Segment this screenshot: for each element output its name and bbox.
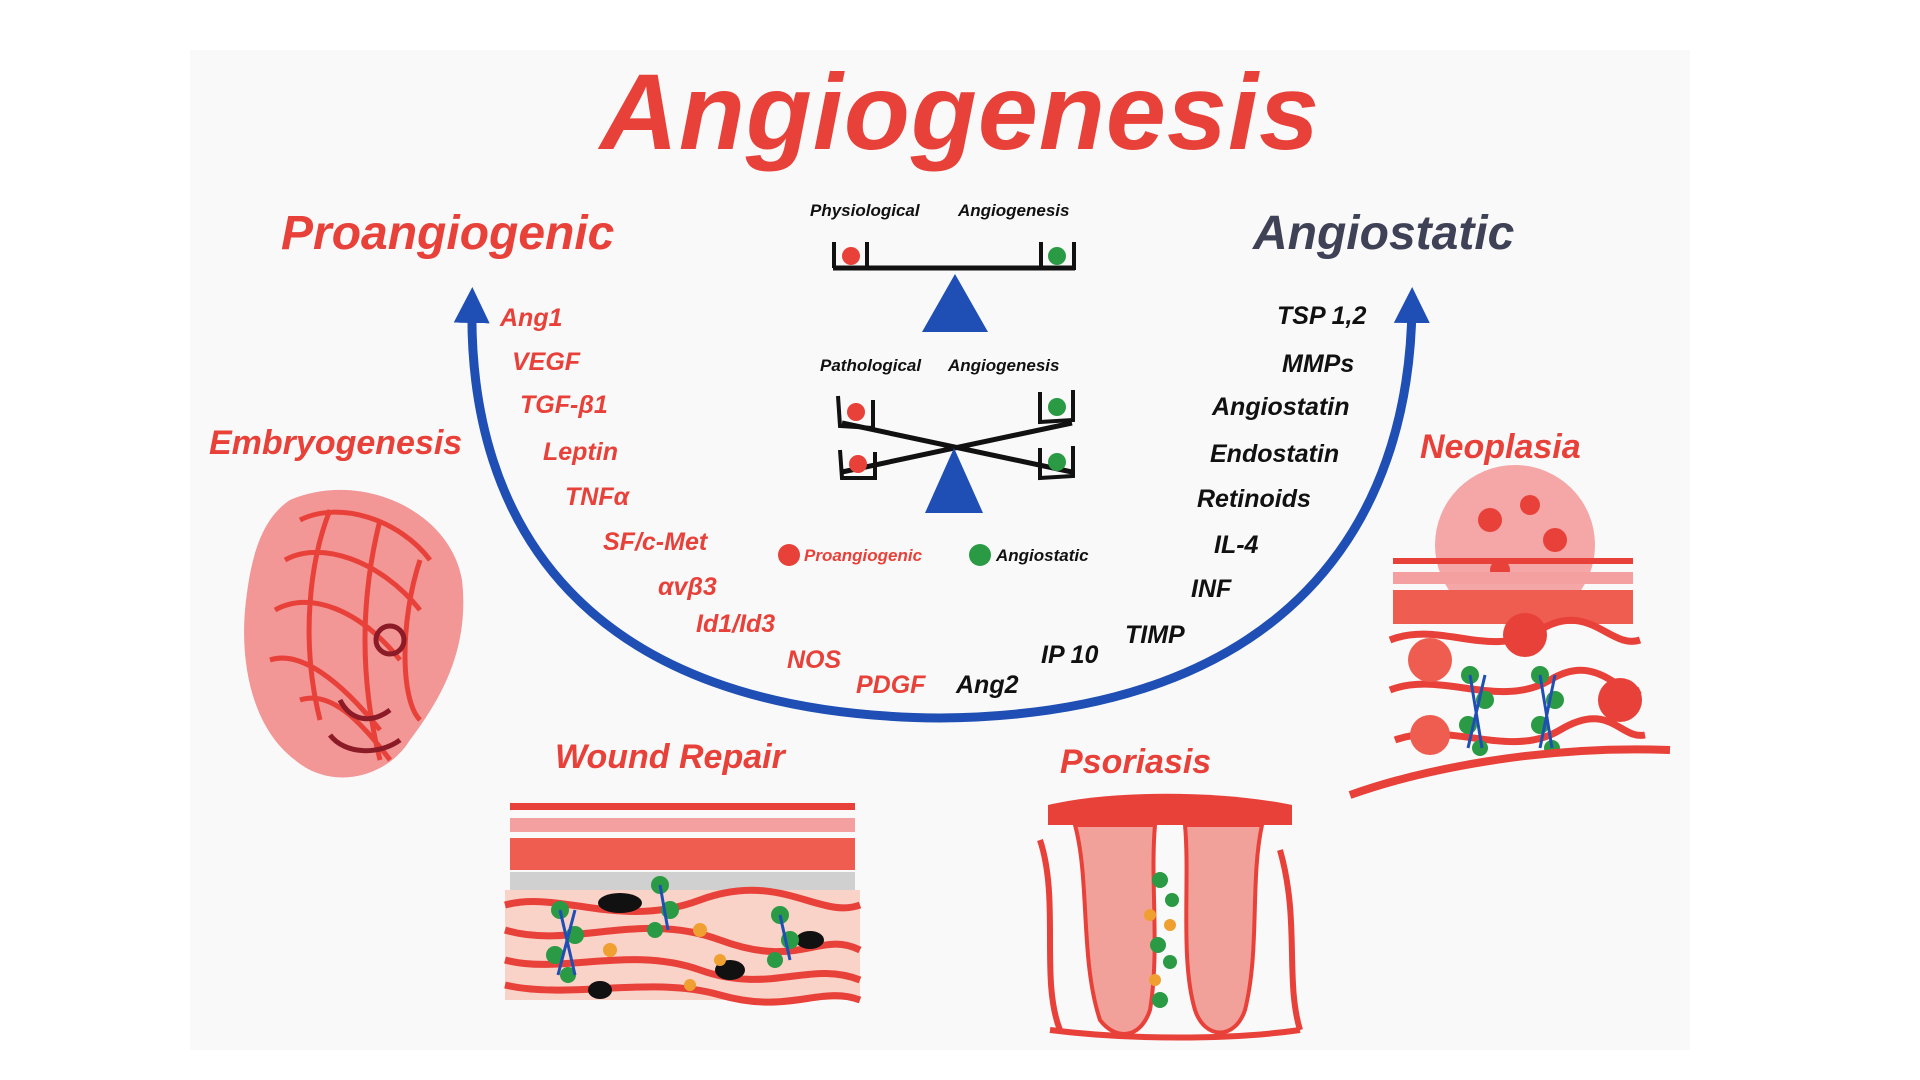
anti-factor: INF xyxy=(1191,575,1232,603)
legend-anti-dot xyxy=(969,544,991,566)
embryogenesis-label: Embryogenesis xyxy=(209,424,463,462)
pro-factor: Leptin xyxy=(543,438,618,466)
wound-repair-label: Wound Repair xyxy=(555,738,785,776)
anti-factor: IP 10 xyxy=(1041,641,1099,669)
legend-pro-dot xyxy=(778,544,800,566)
pro-factor: TNFα xyxy=(565,483,630,511)
proangiogenic-heading: Proangiogenic xyxy=(281,207,615,260)
wound-repair-illustration xyxy=(503,803,862,1006)
diagram-title: Angiogenesis xyxy=(599,51,1321,172)
anti-factor: IL-4 xyxy=(1214,531,1259,559)
angiostatic-heading: Angiostatic xyxy=(1253,207,1515,260)
balance-arrow xyxy=(453,287,1430,723)
balance-label-angiogenesis-bottom: Angiogenesis xyxy=(948,356,1060,375)
pro-factor: Id1/Id3 xyxy=(696,610,776,638)
balance-label-angiogenesis-top: Angiogenesis xyxy=(958,201,1070,220)
pro-factor: VEGF xyxy=(512,348,581,376)
psoriasis-illustration xyxy=(1037,793,1303,1041)
legend-pro-label: Proangiogenic xyxy=(804,546,923,565)
neoplasia-label: Neoplasia xyxy=(1420,428,1581,466)
balance-label-physiological: Physiological xyxy=(810,201,920,220)
pathological-seesaw xyxy=(836,390,1075,513)
pro-factor: PDGF xyxy=(856,671,926,699)
pro-factor: NOS xyxy=(787,646,842,674)
psoriasis-label: Psoriasis xyxy=(1060,743,1212,781)
anti-factor: TIMP xyxy=(1125,621,1185,649)
physiological-seesaw xyxy=(832,242,1076,332)
pro-factor: TGF-β1 xyxy=(520,391,608,419)
anti-factor: Retinoids xyxy=(1197,485,1311,513)
anti-factor: TSP 1,2 xyxy=(1277,302,1367,330)
anti-factor: Angiostatin xyxy=(1212,393,1350,421)
pro-factor: αvβ3 xyxy=(658,573,717,601)
anti-factor: Endostatin xyxy=(1210,440,1340,468)
pro-factor: SF/c-Met xyxy=(603,528,708,556)
legend-anti-label: Angiostatic xyxy=(996,546,1089,565)
neoplasia-illustration xyxy=(1348,465,1671,799)
pro-factor: Ang1 xyxy=(500,304,563,332)
anti-factor: Ang2 xyxy=(956,671,1019,699)
embryo-illustration xyxy=(244,489,464,778)
balance-label-pathological: Pathological xyxy=(820,356,922,375)
anti-factor: MMPs xyxy=(1282,350,1355,378)
